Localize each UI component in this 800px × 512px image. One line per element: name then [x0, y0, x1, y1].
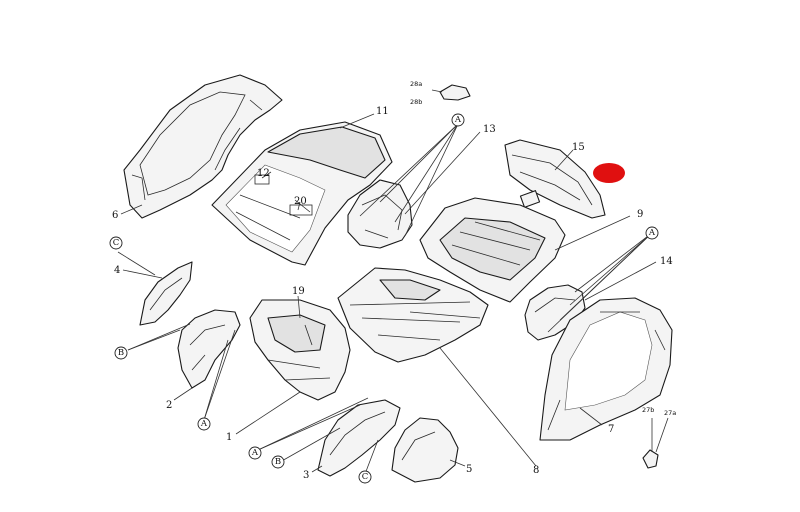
- label-27a: 27a: [664, 409, 676, 417]
- label-1: 1: [226, 432, 232, 443]
- label-8: 8: [533, 465, 539, 476]
- ref-c-bottom: C: [358, 470, 372, 484]
- svg-text:B: B: [118, 348, 124, 358]
- ref-c-left: C: [109, 236, 123, 250]
- part-15-rear-upper-panel: [504, 139, 606, 219]
- label-9: 9: [637, 209, 643, 220]
- part-11-roof-frame: [211, 121, 393, 266]
- part-19-front-bulkhead: [249, 299, 351, 401]
- label-20: 20: [294, 196, 307, 207]
- label-19: 19: [292, 286, 305, 297]
- label-5: 5: [466, 464, 472, 475]
- part-5-lower-fender: [391, 417, 459, 483]
- ref-a-top: A: [451, 113, 465, 127]
- ref-a-bottom: A: [248, 446, 262, 460]
- svg-text:A: A: [454, 115, 462, 125]
- svg-text:A: A: [648, 228, 656, 238]
- svg-text:C: C: [113, 238, 120, 248]
- part-28-bracket: [439, 84, 471, 101]
- part-3-lower-wheelhouse: [317, 399, 401, 477]
- part-7-right-side-frame: [539, 297, 673, 441]
- highlight-marker: [593, 163, 625, 183]
- label-6: 6: [112, 210, 118, 221]
- ref-b-left: B: [114, 346, 128, 360]
- leader-lines: [117, 89, 669, 475]
- reference-circles: A A C B A A B C: [109, 113, 659, 484]
- label-13: 13: [483, 124, 496, 135]
- part-8-main-floor-pan: [337, 267, 489, 363]
- svg-text:C: C: [362, 472, 369, 482]
- svg-text:A: A: [200, 419, 208, 429]
- label-15: 15: [572, 142, 585, 153]
- part-2-front-wheelhouse: [177, 309, 241, 389]
- part-9-rear-floor-tub: [419, 197, 566, 303]
- callout-labels: 1 2 3 4 5 6 7 8 9 11 12 13 14 15 19 20 2…: [112, 80, 676, 481]
- label-27b: 27b: [642, 406, 654, 414]
- label-11: 11: [376, 106, 389, 117]
- label-4: 4: [114, 265, 120, 276]
- label-12: 12: [257, 168, 270, 179]
- part-13-inner-wheelhouse: [347, 179, 413, 249]
- label-28b: 28b: [410, 98, 422, 106]
- part-6-left-side-frame: [123, 74, 283, 219]
- label-3: 3: [303, 470, 309, 481]
- ref-b-bottom: B: [271, 455, 285, 469]
- part-4-front-fender: [139, 261, 193, 326]
- ref-a-right: A: [645, 226, 659, 240]
- part-14-rear-wheelhouse: [524, 284, 586, 341]
- label-2: 2: [166, 400, 172, 411]
- label-14: 14: [660, 256, 673, 267]
- svg-text:B: B: [275, 457, 281, 467]
- part-27-cap: [642, 449, 659, 469]
- label-28a: 28a: [410, 80, 422, 88]
- svg-text:A: A: [251, 448, 259, 458]
- label-7: 7: [608, 424, 614, 435]
- ref-a-left: A: [197, 417, 211, 431]
